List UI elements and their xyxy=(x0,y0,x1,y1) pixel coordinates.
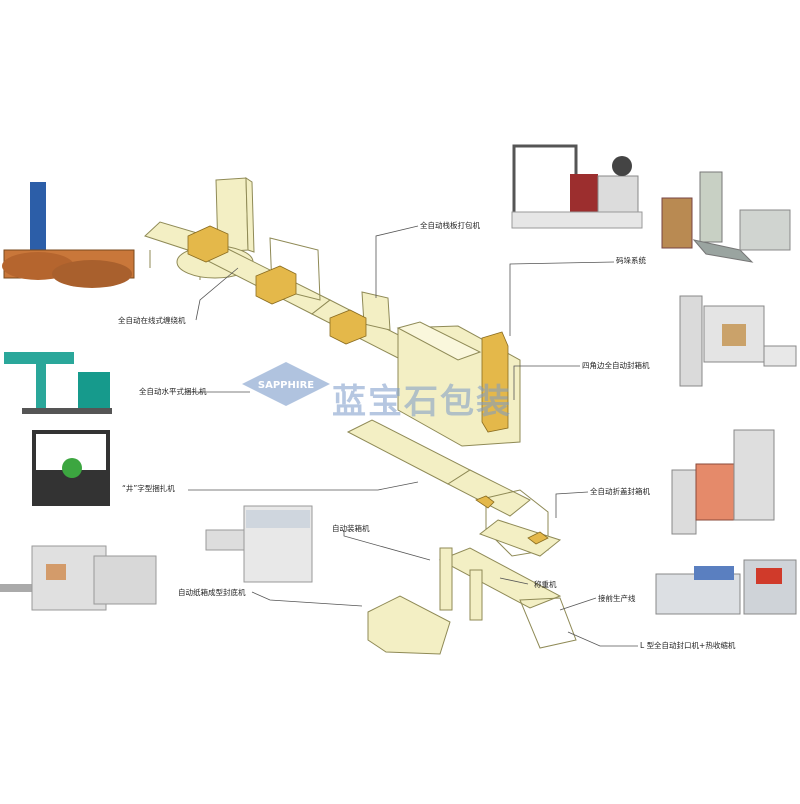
flap-sealer-image xyxy=(671,429,775,535)
horizontal-strapper-image xyxy=(4,352,112,414)
lower-conveyor-2 xyxy=(446,469,531,517)
front-line-frame xyxy=(519,597,577,649)
watermark-logo-text: SAPPHIRE xyxy=(258,380,314,391)
label-corner-sealer: 四角边全自动封箱机 xyxy=(582,361,650,370)
corner-sealer-image xyxy=(679,295,797,387)
case-packer-image xyxy=(205,505,313,583)
palletizer-image xyxy=(661,171,791,263)
label-palletizer: 码垛系统 xyxy=(616,256,646,265)
label-pallet-strapper: 全自动栈板打包机 xyxy=(420,221,480,230)
leader-lines xyxy=(186,225,638,647)
hash-strapper-image xyxy=(32,430,110,506)
pallet-strapper-unit xyxy=(361,291,391,331)
watermark-cn-text: 蓝宝石包装 xyxy=(332,382,512,422)
cartons-on-line xyxy=(187,225,549,545)
wrapper-tower-side xyxy=(245,177,255,253)
label-stretch-wrapper: 全自动在线式缠绕机 xyxy=(118,316,186,325)
carton-erector-image xyxy=(0,545,157,611)
label-carton-erector: 自动纸箱成型封底机 xyxy=(178,588,246,597)
label-hash-strapper: “井”字型捆扎机 xyxy=(122,484,175,493)
label-l-sealer: L 型全自动封口机+热收缩机 xyxy=(640,641,736,650)
l-sealer-image xyxy=(655,559,797,615)
label-flap-sealer: 全自动折盖封箱机 xyxy=(590,487,650,496)
label-check-weigher: 称重机 xyxy=(534,580,557,589)
watermark-logo: SAPPHIRE xyxy=(242,362,330,406)
pallet-strapper-image xyxy=(511,144,643,229)
label-front-line: 接前生产线 xyxy=(598,594,636,603)
weigher-post xyxy=(439,547,453,611)
label-case-packer: 自动装箱机 xyxy=(332,524,370,533)
stretch-wrapper-image xyxy=(2,182,135,288)
label-horizontal-strapper: 全自动水平式捆扎机 xyxy=(139,387,207,396)
carton-erector-bed xyxy=(367,595,451,655)
